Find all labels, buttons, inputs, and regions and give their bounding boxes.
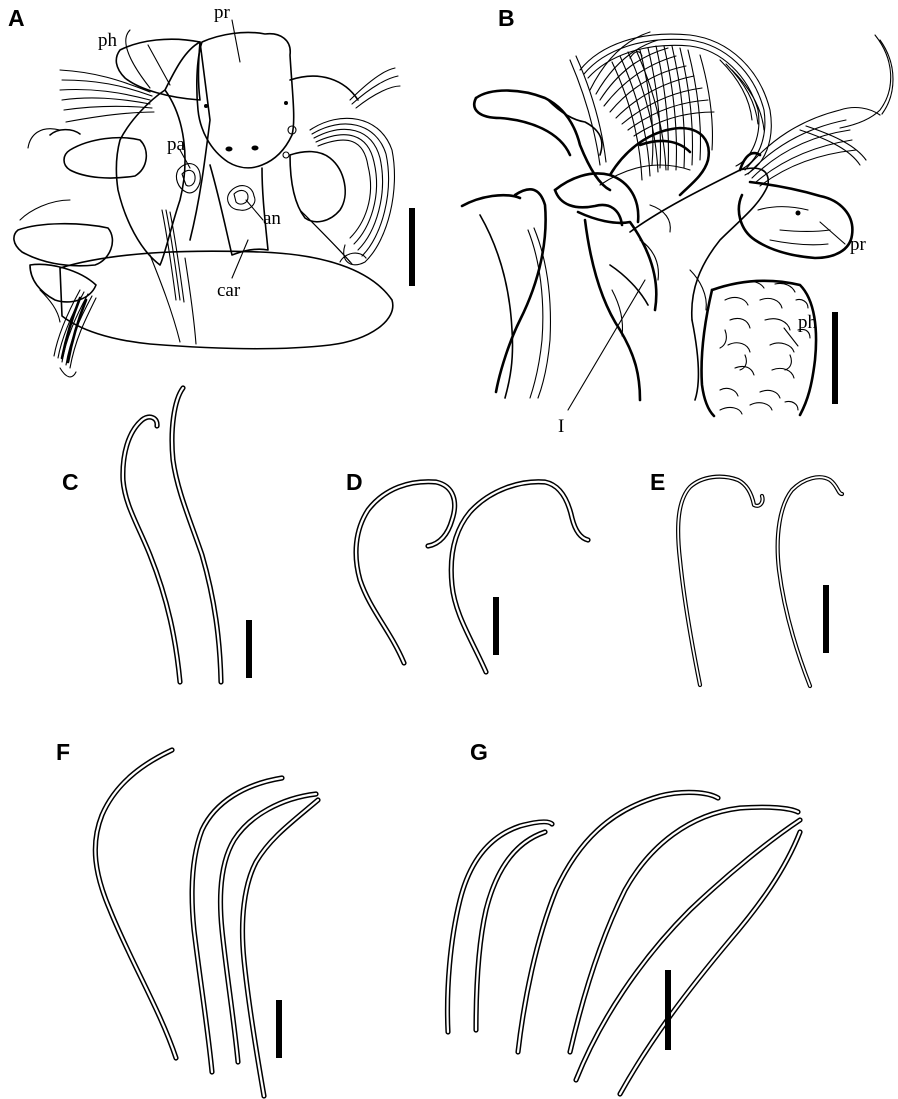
panel-letter-g: G bbox=[470, 739, 488, 765]
panel-d: D bbox=[346, 469, 588, 672]
label-car: car bbox=[217, 280, 241, 301]
panel-letter-c: C bbox=[62, 469, 79, 495]
scale-bar-g bbox=[665, 970, 671, 1050]
label-pa: pa bbox=[167, 134, 186, 155]
scale-bar-b bbox=[832, 312, 838, 404]
panel-e: E bbox=[650, 469, 842, 686]
panel-letter-d: D bbox=[346, 469, 363, 495]
label-an: an bbox=[263, 208, 281, 229]
label-ph-a: ph bbox=[98, 30, 118, 51]
scale-bar-d bbox=[493, 597, 499, 655]
panel-letter-a: A bbox=[8, 5, 25, 31]
panel-letter-b: B bbox=[498, 5, 515, 31]
panel-letter-e: E bbox=[650, 469, 665, 495]
panel-c: C bbox=[62, 388, 252, 682]
scale-bar-c bbox=[246, 620, 252, 678]
scale-bar-e bbox=[823, 585, 829, 653]
label-pr-a: pr bbox=[214, 2, 231, 23]
scale-bar-a bbox=[409, 208, 415, 286]
scale-bar-f bbox=[276, 1000, 282, 1058]
panel-g: G bbox=[448, 739, 801, 1094]
label-ph-b: ph bbox=[798, 312, 818, 333]
panel-f: F bbox=[56, 739, 318, 1096]
panel-b: B bbox=[462, 5, 893, 437]
label-i: I bbox=[558, 416, 564, 437]
panel-letter-f: F bbox=[56, 739, 70, 765]
panel-a: A bbox=[8, 2, 415, 377]
label-pr-b: pr bbox=[850, 234, 867, 255]
